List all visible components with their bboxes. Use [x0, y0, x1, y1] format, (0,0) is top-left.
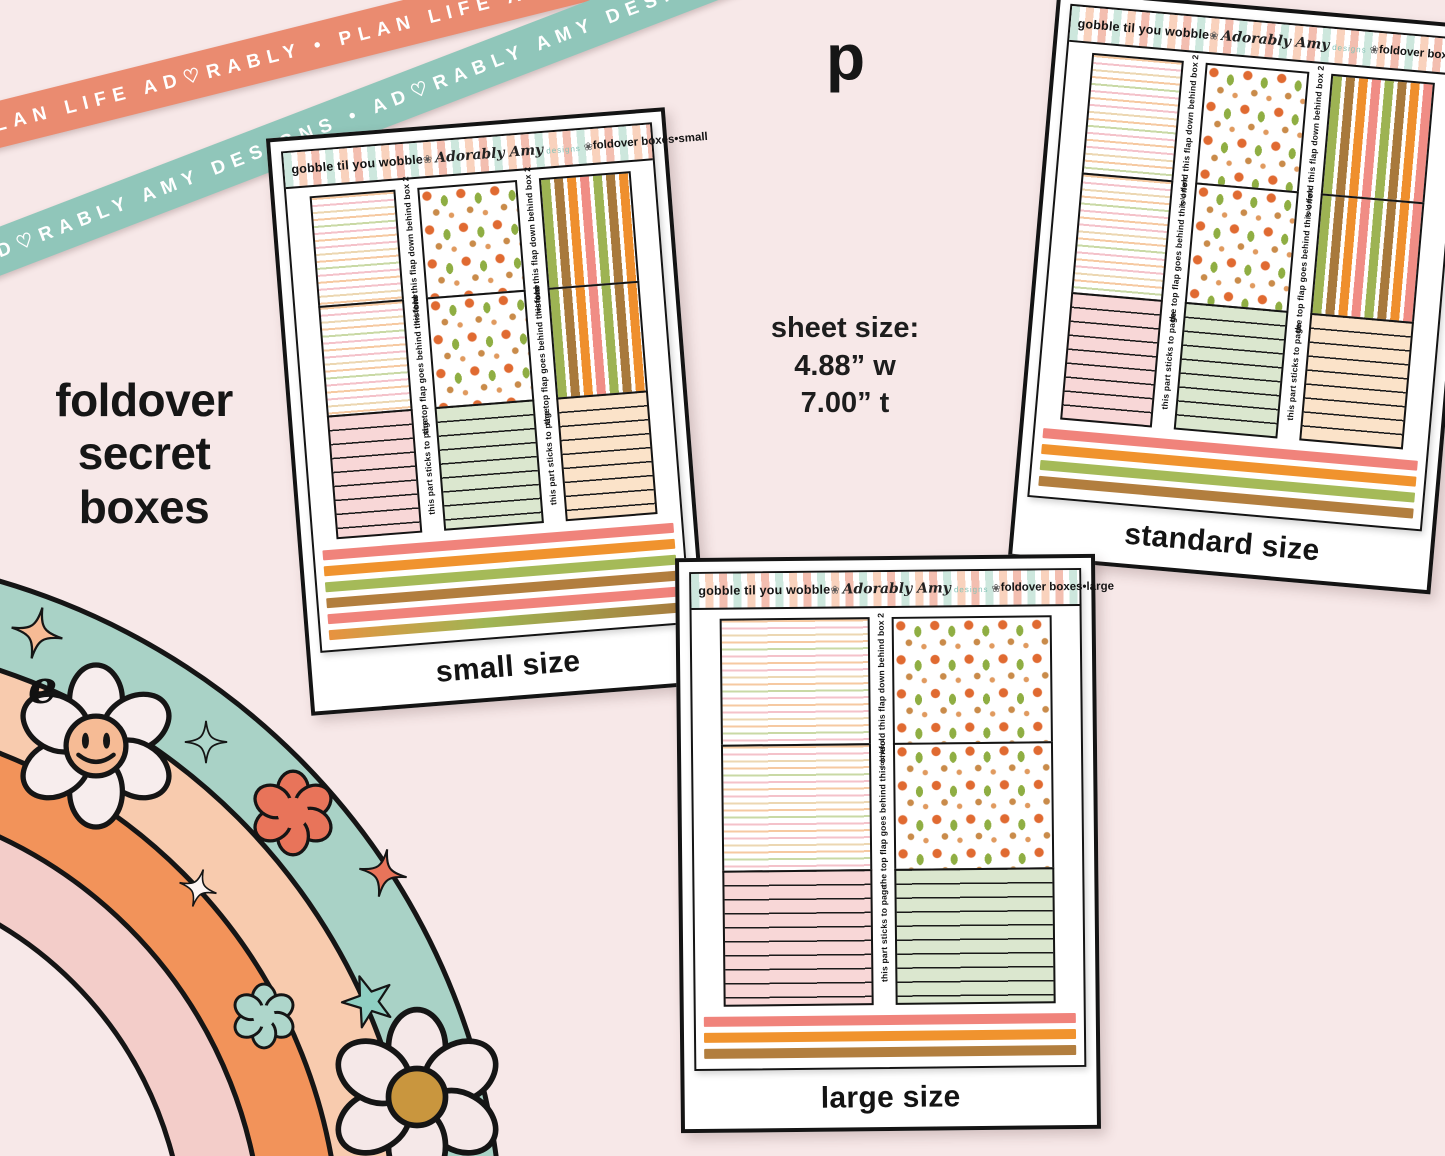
- sheet-size-note-line1: sheet size:: [770, 312, 920, 344]
- brand-logo: ❀ Adorably Amy designs ❀: [422, 138, 594, 167]
- star-icon-teal: [340, 975, 392, 1029]
- foldover-box-top: [891, 615, 1053, 745]
- foldover-box-lined: [556, 390, 658, 522]
- brand-name: Adorably Amy: [842, 580, 951, 598]
- foldover-box-middle: [425, 289, 535, 410]
- foldover-box-top: [719, 617, 871, 747]
- washi-strip: [704, 1045, 1077, 1059]
- foldover-box-middle: [547, 280, 648, 400]
- sheet-body: fold this flap down behind box 2 fold he…: [286, 160, 681, 541]
- sparkle-icon-peach: [11, 607, 63, 659]
- page-title-line2: secret: [77, 427, 211, 480]
- flower-glyph-icon: ❀: [422, 153, 433, 167]
- sheet-card-large: gobble til you wobble ❀ Adorably Amy des…: [675, 553, 1114, 1134]
- fold-instruction: the top flap goes behind this one: [409, 294, 431, 435]
- foldover-box-top: [309, 189, 405, 308]
- sparkle-icon-coral: [359, 849, 407, 897]
- foldover-box-lined: [1299, 312, 1414, 450]
- brand-logo: ❀ Adorably Amy designs ❀: [1209, 27, 1380, 58]
- sticker-column-2: [891, 615, 1056, 1005]
- fold-instruction: this part sticks to page: [419, 416, 437, 515]
- foldover-box-middle: [720, 743, 873, 873]
- brand-name: Adorably Amy: [1220, 28, 1331, 54]
- foldover-box-lined: [722, 869, 874, 1007]
- sparkle-icon-white: [179, 869, 217, 907]
- flower-glyph-icon: ❀: [1208, 30, 1219, 43]
- foldover-box-lined: [894, 867, 1056, 1005]
- brand-subname: designs: [1331, 42, 1368, 55]
- foldover-box-top: [417, 180, 526, 300]
- sheet-card-standard: gobble til you wobble ❀ Adorably Amy des…: [1007, 0, 1445, 595]
- foldover-box-top: [1195, 62, 1310, 194]
- washi-strip: [703, 1029, 1077, 1043]
- script-letter-e: e: [28, 660, 58, 714]
- sheet-header: gobble til you wobble ❀ Adorably Amy des…: [691, 569, 1114, 611]
- collection-name: gobble til you wobble: [698, 582, 831, 598]
- foldover-box-top: [1320, 73, 1435, 205]
- sheet-size-note-line3: 7.00” t: [800, 387, 890, 420]
- washi-strip: [703, 1013, 1076, 1027]
- product-name: foldover boxes•small: [592, 130, 709, 152]
- foldover-box-middle: [1310, 193, 1425, 324]
- size-label: large size: [820, 1080, 961, 1115]
- product-name: foldover boxes•large: [1000, 580, 1115, 594]
- washi-strips: [696, 1003, 1085, 1069]
- sheet-size-note-line2: 4.88” w: [794, 349, 896, 382]
- flower-glyph-icon: ❀: [830, 584, 840, 597]
- page-title: foldover secret boxes: [18, 374, 270, 534]
- foldover-box-middle: [318, 299, 413, 418]
- cropped-letter-p: p: [826, 21, 866, 93]
- foldover-box-middle: [1184, 182, 1299, 313]
- brand-logo: ❀ Adorably Amy designs ❀: [830, 580, 1001, 598]
- flower-glyph-icon: ❀: [991, 582, 1001, 595]
- brand-name: Adorably Amy: [434, 141, 544, 167]
- foldover-box-lined: [1060, 291, 1163, 428]
- page-title-line1: foldover: [55, 374, 233, 426]
- smiley-daisy-icon: [20, 662, 172, 830]
- flower-icon-teal: [233, 982, 295, 1050]
- fold-instruction: fold this flap down behind box 2: [400, 176, 421, 313]
- foldover-box-top: [538, 171, 640, 290]
- foldover-box-lined: [434, 399, 544, 531]
- fold-instruction: fold this flap down behind box 2: [521, 166, 543, 304]
- foldover-box-lined: [326, 408, 423, 540]
- sheet-size-note: sheet size: 4.88” w 7.00” t: [715, 310, 975, 423]
- gold-center-daisy-icon: [335, 1006, 499, 1156]
- fold-instruction: this part sticks to page: [878, 884, 890, 982]
- sticker-column-1: [719, 617, 874, 1007]
- sheet-card-small: gobble til you wobble ❀ Adorably Amy des…: [265, 107, 711, 716]
- sparkle-icon-teal: [184, 720, 228, 764]
- fold-instruction: the top flap goes behind this one: [876, 747, 889, 887]
- sticker-sheet-small: gobble til you wobble ❀ Adorably Amy des…: [280, 122, 708, 653]
- fold-instruction: fold this flap down behind box 2: [875, 612, 888, 750]
- foldover-box-middle: [892, 741, 1055, 871]
- sticker-sheet-standard: gobble til you wobble ❀ Adorably Amy des…: [1027, 3, 1445, 532]
- foldover-box-middle: [1071, 172, 1174, 302]
- sheet-body: fold this flap down behind box 2 fold he…: [1036, 42, 1445, 452]
- brand-subname: designs: [545, 143, 582, 156]
- product-name: foldover boxes•standard: [1378, 43, 1445, 68]
- flower-icon-coral: [253, 769, 333, 857]
- fold-instruction: this part sticks to page: [540, 407, 559, 506]
- page-title-line3: boxes: [78, 480, 210, 533]
- sheet-body: fold this flap down behind box 2 fold he…: [692, 606, 1084, 1007]
- sticker-sheet-large: gobble til you wobble ❀ Adorably Amy des…: [689, 567, 1114, 1072]
- brand-subname: designs: [953, 584, 989, 595]
- collection-name: gobble til you wobble: [1077, 16, 1210, 42]
- collection-name: gobble til you wobble: [290, 152, 424, 177]
- fold-instruction: the top flap goes behind this one: [531, 284, 553, 425]
- foldover-box-top: [1081, 52, 1184, 183]
- foldover-box-lined: [1173, 301, 1289, 439]
